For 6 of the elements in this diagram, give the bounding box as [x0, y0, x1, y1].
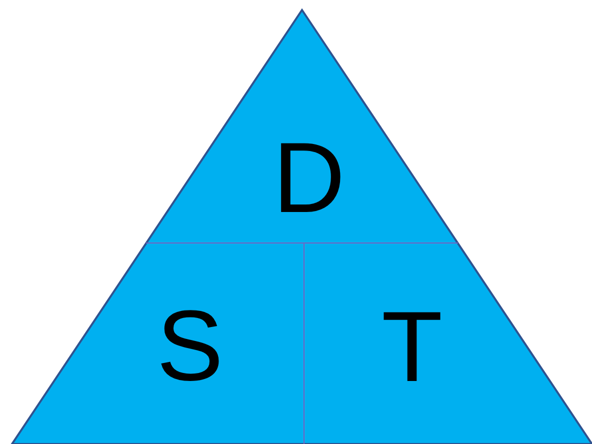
triangle-section [146, 10, 458, 243]
triangle-section [304, 243, 592, 444]
formula-letter: T [381, 297, 443, 397]
formula-letter: S [156, 296, 224, 396]
triangle-section [12, 243, 304, 444]
formula-letter: D [272, 128, 346, 228]
